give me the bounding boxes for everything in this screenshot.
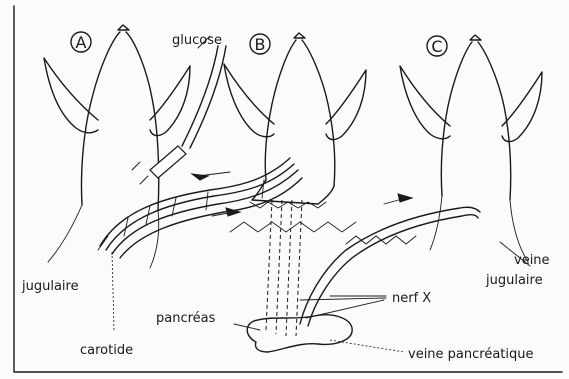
syringe-hatching bbox=[132, 162, 148, 184]
label-veine-jugulaire-line1: veine bbox=[514, 253, 550, 268]
panel-b-marker: B bbox=[250, 34, 270, 54]
head-b-left-outline bbox=[265, 40, 296, 180]
head-a-left-ear bbox=[44, 58, 98, 133]
leader-nerf-x-2 bbox=[300, 298, 386, 300]
head-a-nose bbox=[118, 25, 129, 30]
panel-a-marker: A bbox=[71, 32, 91, 52]
arrow-to-a-shaft bbox=[198, 172, 230, 176]
head-a-right-outline bbox=[126, 32, 159, 210]
head-b-left-ear bbox=[224, 64, 274, 137]
nerve-x-2 bbox=[276, 200, 282, 334]
pancreas-organ bbox=[247, 315, 352, 352]
head-a-left-outline bbox=[81, 32, 120, 205]
head-c-nose bbox=[470, 35, 481, 40]
pancreatic-vein-tube-b bbox=[308, 215, 478, 326]
head-b-right-outline bbox=[302, 40, 335, 186]
pancreatic-vein-tube-a bbox=[300, 207, 480, 324]
glucose-syringe bbox=[150, 146, 186, 178]
tube-tip-a bbox=[98, 236, 108, 250]
dog-head-a bbox=[44, 25, 190, 268]
label-veine-pancreatique: veine pancréatique bbox=[408, 347, 534, 362]
nerve-x-1 bbox=[266, 200, 272, 330]
head-c-left-outline bbox=[441, 42, 472, 196]
nerve-x-4 bbox=[296, 200, 302, 336]
label-carotide: carotide bbox=[80, 343, 133, 358]
head-c-left-ear bbox=[400, 66, 450, 139]
head-a-neck-right bbox=[150, 210, 159, 268]
label-jugulaire: jugulaire bbox=[21, 279, 79, 294]
label-nerf-x: nerf X bbox=[392, 291, 431, 306]
head-c-neck-left bbox=[430, 196, 442, 250]
dog-head-b bbox=[224, 33, 366, 232]
label-pancreas: pancréas bbox=[156, 311, 216, 326]
panel-a-letter: A bbox=[76, 33, 87, 52]
panel-b-letter: B bbox=[255, 35, 266, 54]
glucose-tube-right bbox=[190, 46, 226, 148]
tube-1 bbox=[100, 158, 290, 246]
panel-c-marker: C bbox=[427, 36, 447, 56]
leader-carotide bbox=[112, 252, 114, 330]
nerve-x-3 bbox=[286, 200, 292, 336]
vagus-nerves bbox=[266, 200, 302, 336]
leader-lines bbox=[112, 36, 530, 352]
tube-3 bbox=[112, 170, 298, 254]
dog-head-c bbox=[346, 35, 542, 262]
label-glucose: glucose bbox=[172, 33, 222, 48]
head-a-neck-left bbox=[48, 205, 82, 262]
head-b-nose bbox=[294, 33, 305, 38]
label-veine-jugulaire-line2: jugulaire bbox=[485, 273, 543, 288]
panel-c-letter: C bbox=[431, 37, 442, 56]
pancreas-graft bbox=[247, 194, 480, 352]
body-b-zigzag bbox=[230, 222, 356, 232]
